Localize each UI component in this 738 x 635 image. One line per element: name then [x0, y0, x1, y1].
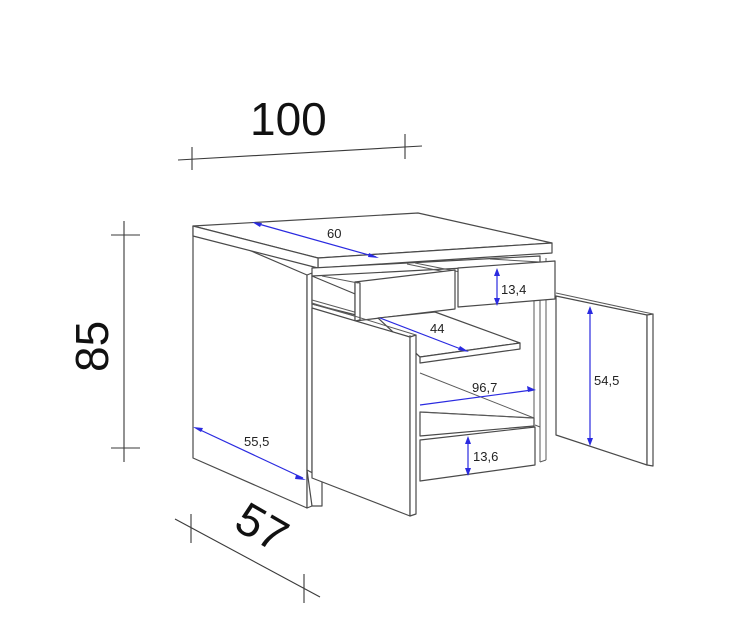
width-label: 100	[250, 93, 327, 145]
depth-dimension: 57	[174, 492, 321, 603]
bottom-drawer-height-label: 13,6	[473, 449, 498, 464]
height-dimension: 85	[66, 221, 140, 462]
inner-width-label: 96,7	[472, 380, 497, 395]
side-depth-label: 55,5	[244, 434, 269, 449]
lower-shelf: 96,7	[419, 372, 536, 437]
side-depth-dimension: 55,5	[193, 427, 306, 480]
shelf-depth-label: 44	[430, 321, 444, 336]
width-dimension: 100	[177, 93, 423, 170]
right-drawer: 13,4	[457, 260, 556, 308]
bottom-drawer: 13,6	[419, 424, 541, 482]
left-drawer	[321, 269, 456, 322]
worktop-depth-label: 60	[327, 226, 341, 241]
height-label: 85	[66, 321, 118, 372]
worktop: 60	[192, 212, 553, 269]
depth-label: 57	[227, 492, 297, 563]
right-door: 54,5	[555, 292, 654, 467]
cabinet-body	[192, 225, 547, 509]
drawer-height-label: 13,4	[501, 282, 526, 297]
door-height-label: 54,5	[594, 373, 619, 388]
left-door	[311, 302, 417, 517]
